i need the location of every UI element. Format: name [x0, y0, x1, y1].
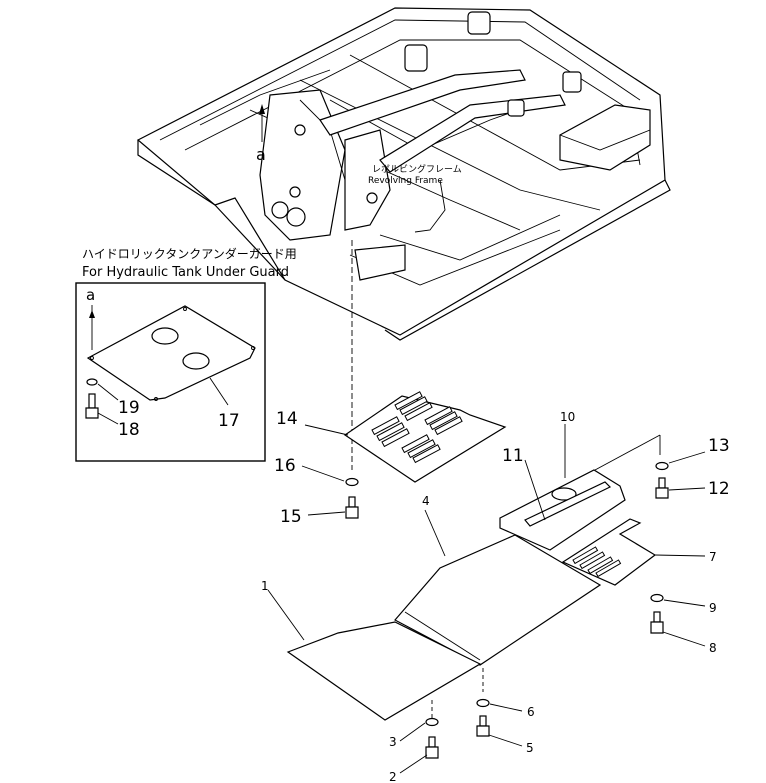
callout-12: 12	[708, 479, 730, 499]
part-1-plate	[267, 589, 482, 721]
washer-9	[650, 593, 664, 603]
callout-7: 7	[709, 550, 717, 564]
callout-4: 4	[422, 494, 430, 508]
washer-3	[425, 717, 439, 727]
washer-13	[655, 461, 669, 471]
callout-5: 5	[526, 741, 534, 755]
callout-11: 11	[502, 446, 524, 466]
part-10-guard	[499, 424, 626, 551]
callout-10: 10	[560, 410, 575, 424]
inset-callout-17: 17	[218, 411, 240, 431]
part-14-guard	[304, 391, 507, 483]
callout-2: 2	[389, 770, 397, 783]
inset-title-en: For Hydraulic Tank Under Guard	[82, 265, 289, 280]
callout-1: 1	[261, 579, 269, 593]
bolt-15	[345, 496, 359, 519]
callout-9: 9	[709, 601, 717, 615]
inset-arrow-label: a	[86, 286, 95, 304]
washer-19	[86, 378, 98, 386]
inset-callout-19: 19	[118, 398, 140, 418]
callout-15: 15	[280, 507, 302, 527]
washer-6	[476, 698, 490, 708]
tank-guard-plate	[86, 305, 256, 401]
callout-13: 13	[708, 436, 730, 456]
frame-arrow-a: a	[256, 104, 266, 164]
callout-14: 14	[276, 409, 298, 429]
bolt-5	[476, 715, 490, 737]
bolt-2	[425, 736, 439, 759]
callout-3: 3	[389, 735, 397, 749]
inset-callout-18: 18	[118, 420, 140, 440]
frame-label-jp: レボルビングフレーム	[372, 163, 462, 175]
bolt-18	[85, 393, 99, 419]
callout-16: 16	[274, 456, 296, 476]
washer-16	[345, 477, 359, 487]
callout-6: 6	[527, 705, 535, 719]
inset-panel: ハイドロリックタンクアンダーガード用 For Hydraulic Tank Un…	[75, 246, 297, 462]
bolt-12	[655, 477, 669, 499]
frame-label-en: Revolving Frame	[368, 176, 443, 186]
frame-arrow-label: a	[256, 145, 266, 164]
inset-frame	[75, 282, 266, 462]
part-7-guard	[561, 518, 706, 586]
bolt-8	[650, 611, 664, 634]
inset-title-jp: ハイドロリックタンクアンダーガード用	[82, 246, 297, 261]
revolving-frame	[136, 7, 671, 341]
callout-8: 8	[709, 641, 717, 655]
